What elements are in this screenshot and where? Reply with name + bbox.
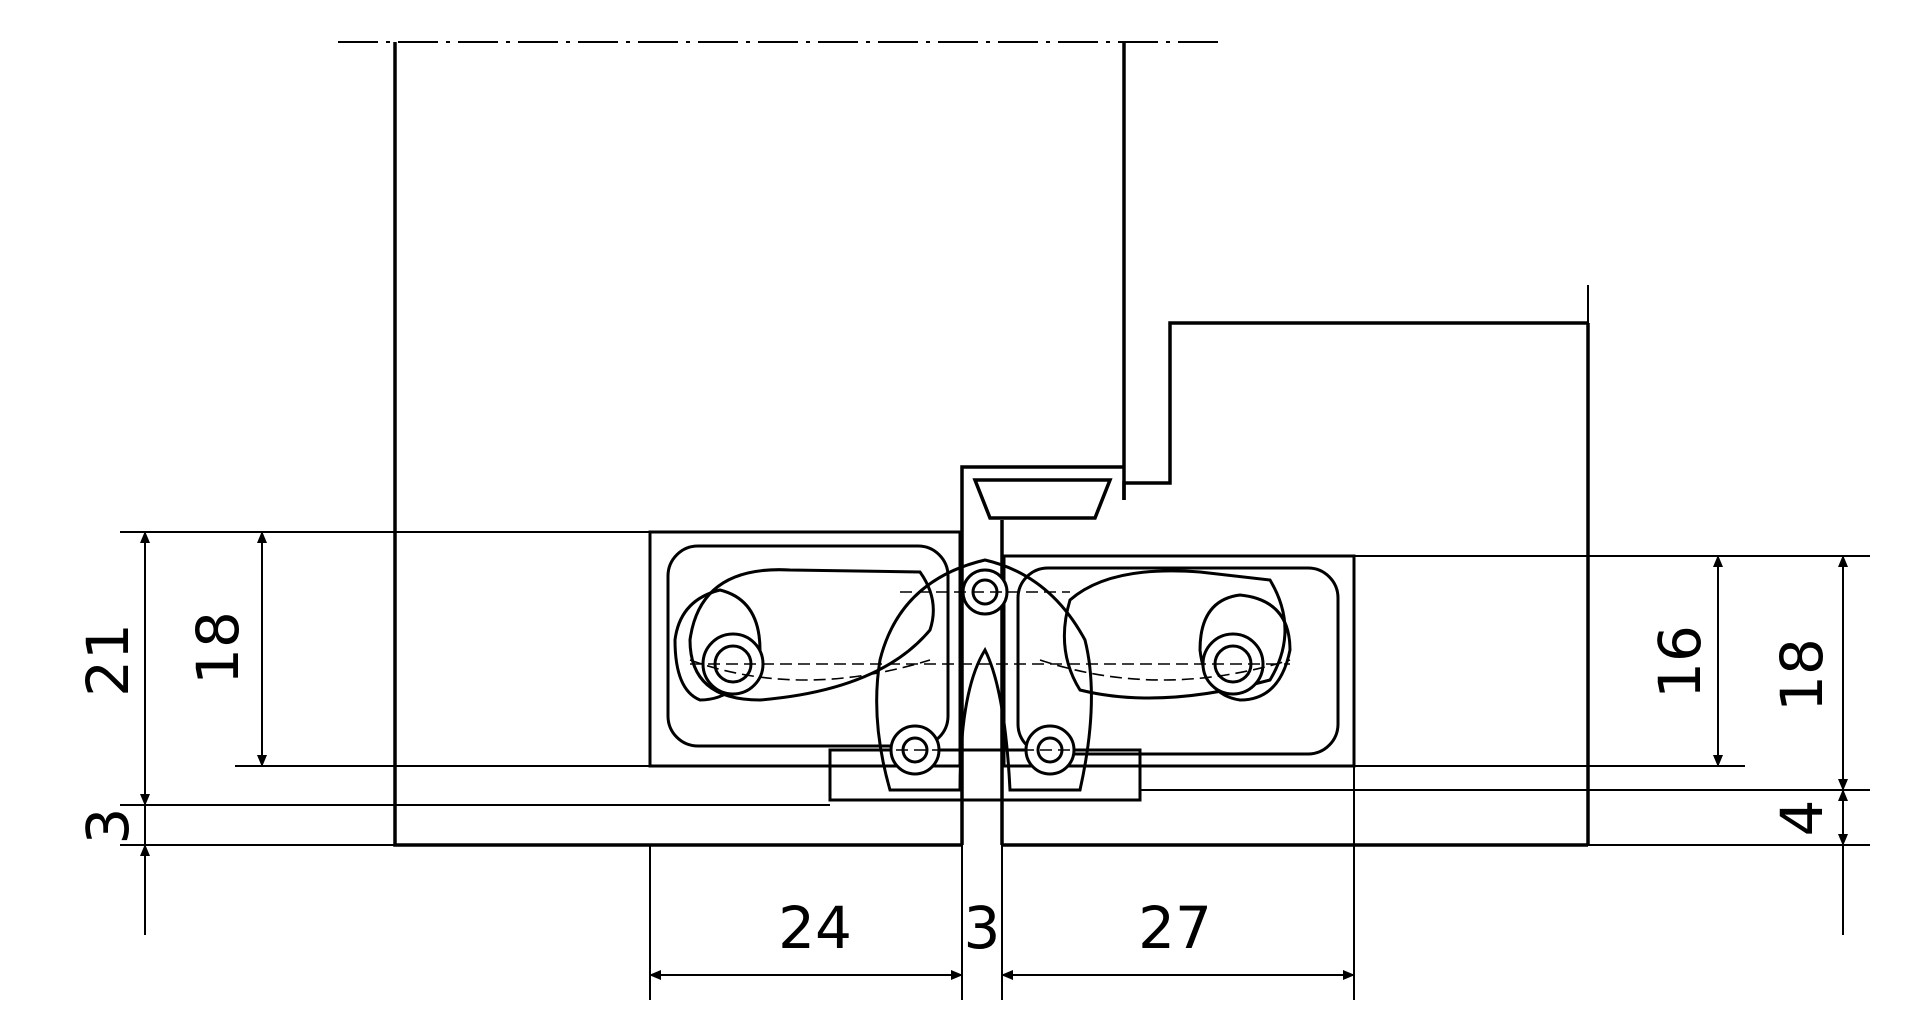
hinge-inner-right [1016, 566, 1340, 756]
dim-label-27: 27 [1138, 894, 1212, 962]
hinge-arm-right [1062, 569, 1287, 700]
hidden-lines [689, 591, 1291, 751]
dimension-lines [140, 531, 1848, 980]
hinge-pins [701, 568, 1265, 776]
dim-label-3-bottom: 3 [964, 894, 1001, 962]
dim-label-18-left: 18 [184, 611, 252, 685]
dim-label-16: 16 [1646, 625, 1714, 699]
frame-outline [393, 42, 1590, 847]
hinge-cam-right [1198, 593, 1292, 702]
dim-label-18-right: 18 [1768, 638, 1836, 712]
hinge-body-left [648, 530, 962, 768]
hinge-body-right [1002, 554, 1356, 768]
dim-label-3-left: 3 [74, 808, 142, 845]
seal-profile [972, 478, 1113, 520]
dim-label-21: 21 [74, 623, 142, 697]
dim-label-4: 4 [1768, 800, 1836, 837]
gap-profile-left [960, 465, 1124, 845]
extension-lines [120, 531, 1870, 1000]
hinge-center-link [875, 558, 1093, 792]
hidden-arc-left [689, 659, 931, 681]
hinge-arm-left [688, 568, 935, 702]
hidden-arc-right [1039, 659, 1291, 681]
frame-outline-right [1122, 321, 1588, 500]
hinge-base-plate [828, 748, 1142, 802]
hinge-assembly [648, 530, 1356, 802]
dim-label-24: 24 [778, 894, 852, 962]
hinge-inner-left [666, 544, 950, 748]
